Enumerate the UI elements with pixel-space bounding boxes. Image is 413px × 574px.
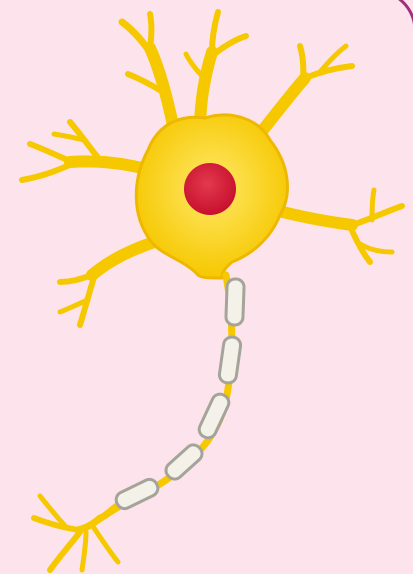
- dendrite-top-left-branch: [150, 14, 152, 48]
- myelin-segment: [226, 279, 245, 326]
- dendrite-right-branch: [372, 190, 374, 220]
- dendrite-top-right-branch: [300, 46, 303, 80]
- nucleus: [184, 163, 236, 215]
